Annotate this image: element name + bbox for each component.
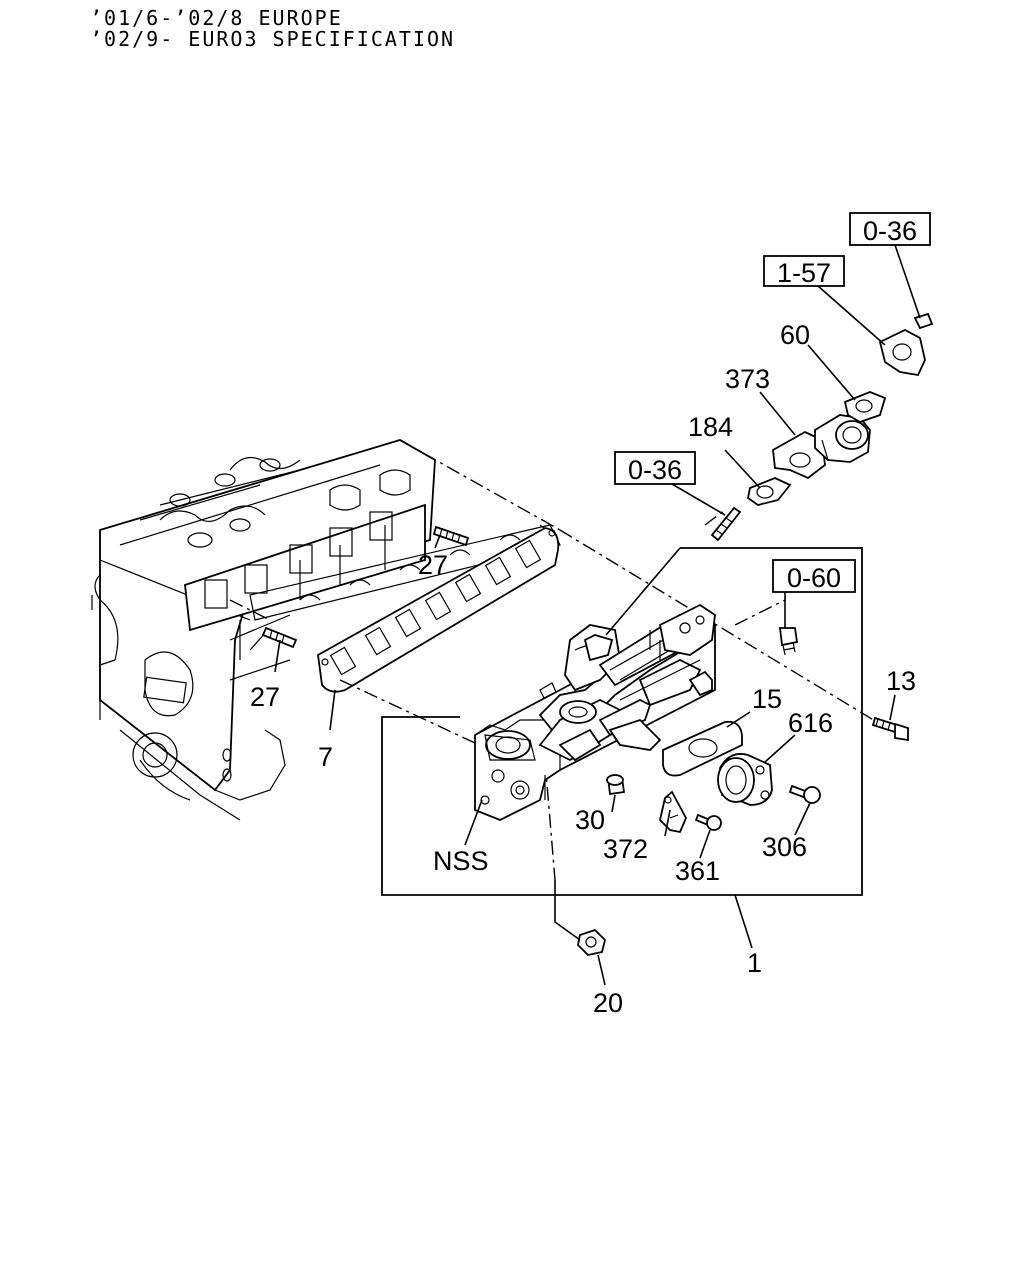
callout-361: 361 — [675, 856, 720, 886]
stud-27-upper — [432, 525, 470, 547]
callout-nss: NSS — [433, 846, 489, 876]
bolt-13 — [871, 716, 909, 742]
ref-label-036-mid: 0-36 — [628, 455, 682, 485]
header-line-2: ’02/9- EURO3 SPECIFICATION — [90, 27, 456, 51]
callout-372: 372 — [603, 834, 648, 864]
callout-20: 20 — [593, 988, 623, 1018]
egr-cover-157 — [878, 328, 926, 377]
assembly-dashed-lines — [229, 439, 891, 881]
callout-616: 616 — [788, 708, 833, 738]
bolt-361 — [694, 813, 722, 831]
bracket-372 — [659, 790, 687, 834]
callout-13: 13 — [886, 666, 916, 696]
gasket-15 — [662, 720, 743, 777]
nut-20 — [577, 928, 606, 956]
callout-184: 184 — [688, 412, 733, 442]
ref-box-036-mid — [614, 451, 696, 485]
header-line-1: ’01/6-’02/8 EUROPE — [90, 6, 343, 30]
plug-060 — [778, 627, 799, 656]
callout-leader-lines — [274, 244, 921, 986]
callout-306: 306 — [762, 832, 807, 862]
stud-27-lower — [261, 626, 298, 649]
intake-manifold — [474, 603, 717, 821]
stud-036-mid — [710, 506, 742, 542]
engine-block-illustration — [91, 439, 436, 821]
bolt-306 — [788, 784, 821, 804]
upper-gasket-outline — [249, 524, 561, 621]
assembly-box-1 — [381, 547, 863, 896]
callout-7: 7 — [318, 742, 333, 772]
bolt-036-top — [913, 312, 934, 330]
ref-box-036-top — [849, 212, 931, 246]
sleeve-30 — [606, 774, 626, 796]
ref-label-157: 1-57 — [777, 258, 831, 288]
callout-60: 60 — [780, 320, 810, 350]
valve-616 — [717, 753, 773, 806]
ref-label-060: 0-60 — [787, 563, 841, 593]
callout-30: 30 — [575, 805, 605, 835]
ref-label-036-top: 0-36 — [863, 216, 917, 246]
intake-gasket — [317, 527, 560, 693]
callout-27-lower: 27 — [250, 682, 280, 712]
callout-1: 1 — [747, 948, 762, 978]
ref-box-060 — [772, 559, 856, 593]
callout-27-upper: 27 — [418, 550, 448, 580]
callout-373: 373 — [725, 364, 770, 394]
callout-15: 15 — [752, 684, 782, 714]
gasket-184 — [747, 477, 792, 506]
ref-box-157 — [763, 255, 845, 287]
pipe-373 — [772, 414, 871, 480]
